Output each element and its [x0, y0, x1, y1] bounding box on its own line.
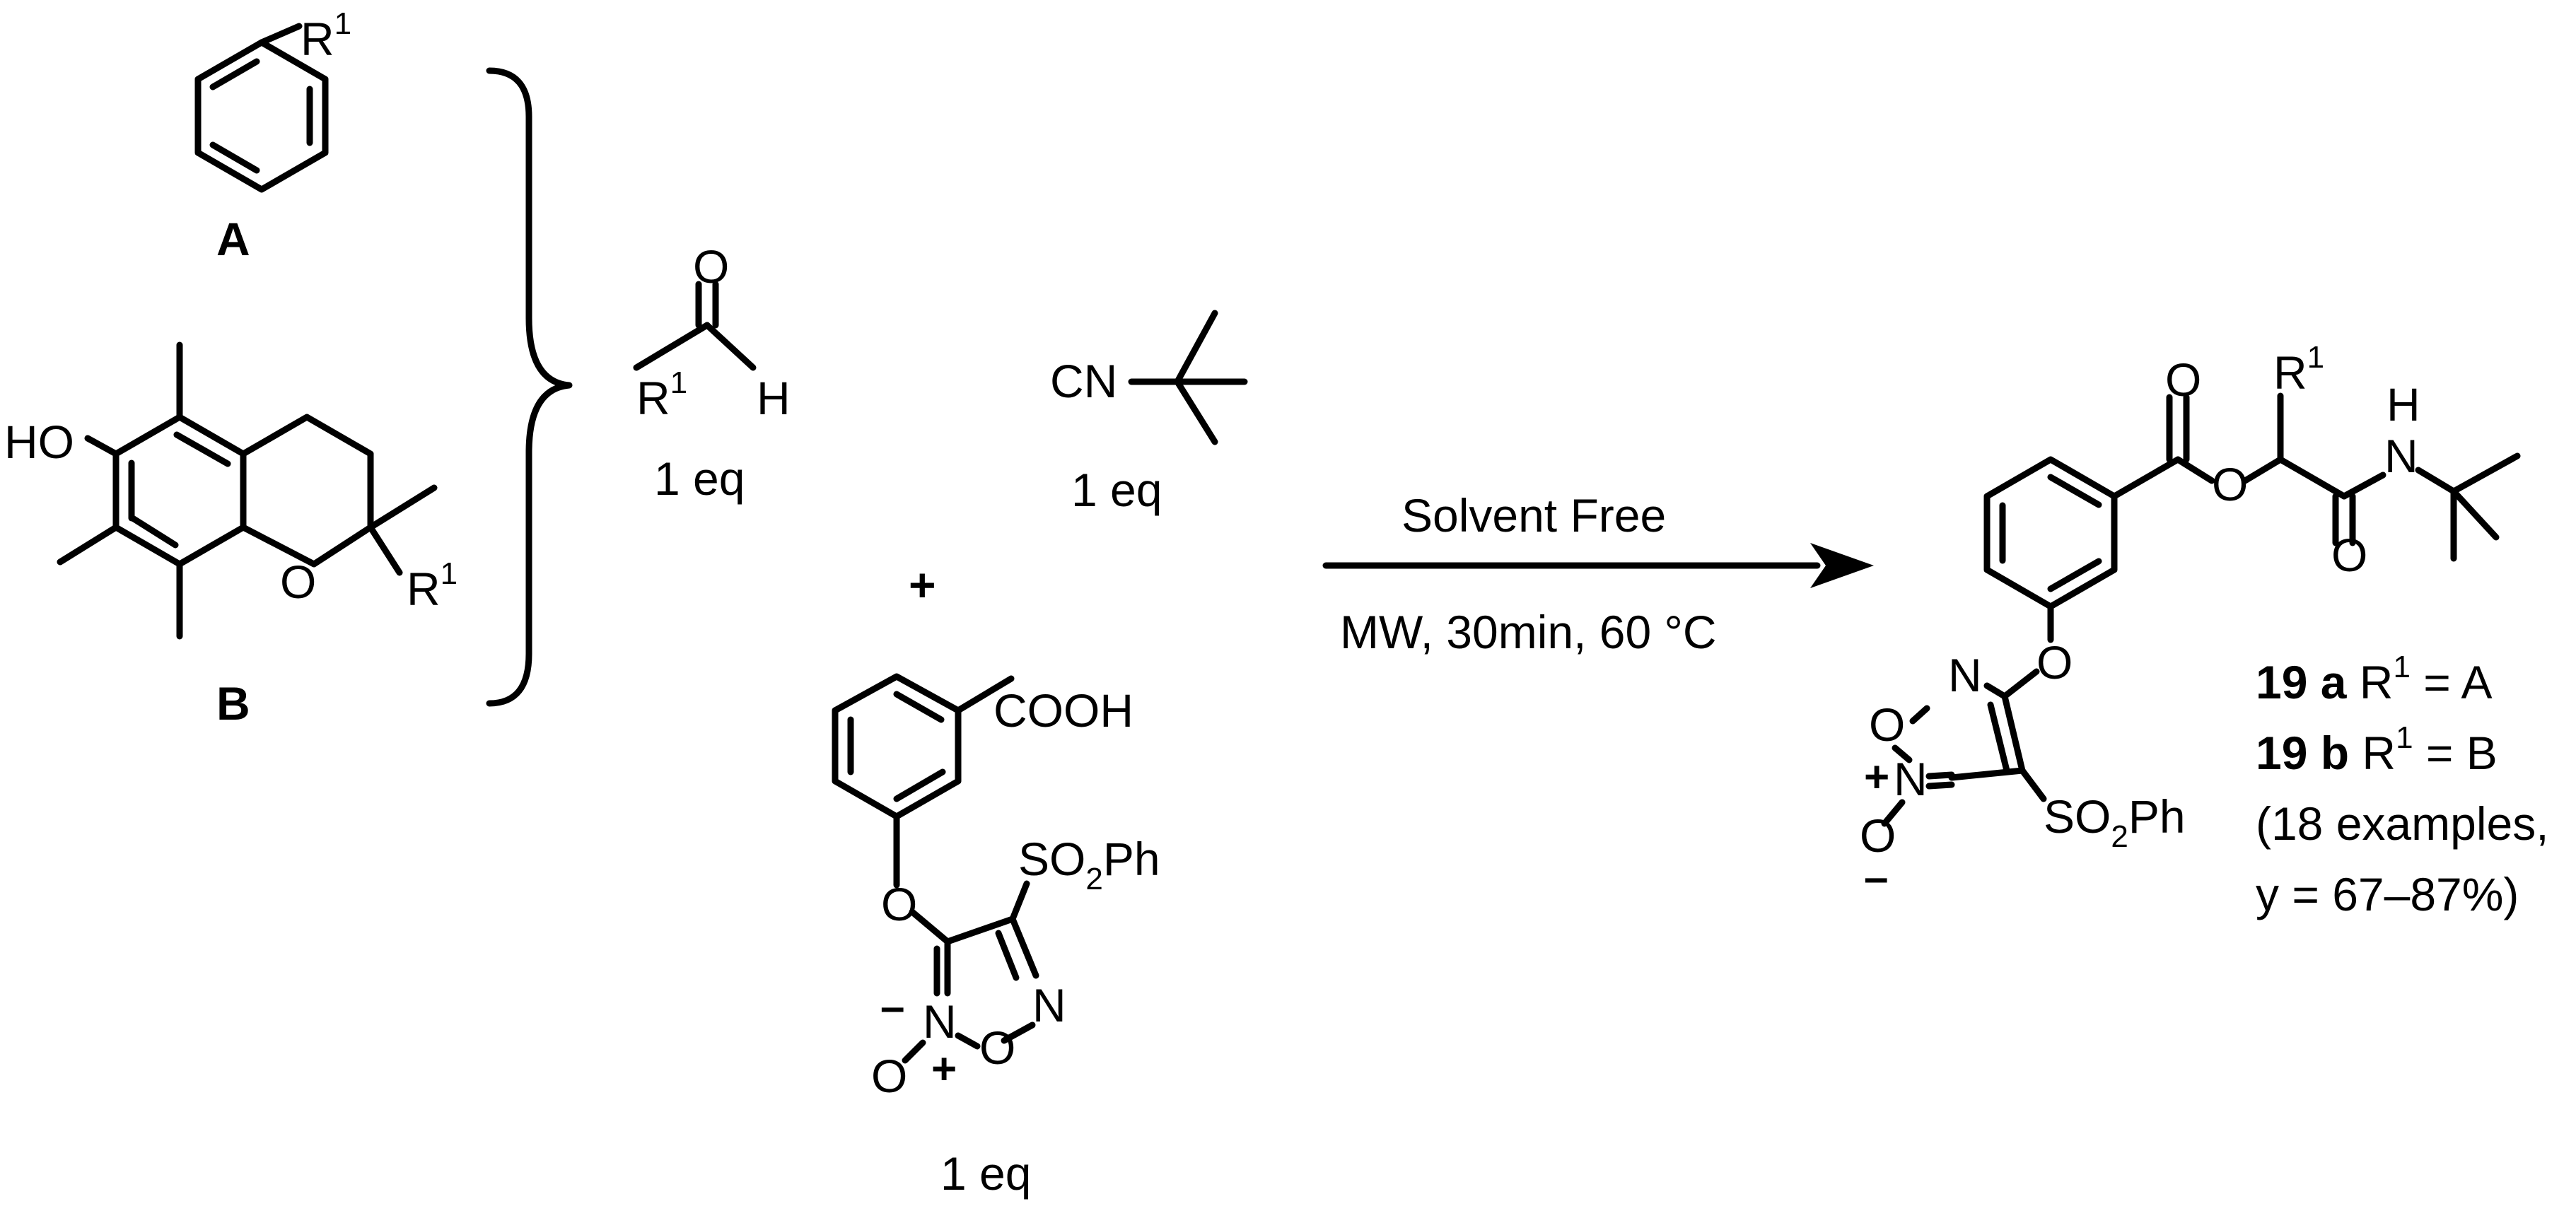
svg-text:R1: R1 — [2273, 340, 2324, 399]
result-19a-r: R — [2346, 656, 2393, 708]
acid-equiv: 1 eq — [940, 1147, 1031, 1200]
compound-b-r: R — [407, 563, 441, 615]
product-structure: O O R1 O H N O N O N + O – SO2Ph — [1860, 340, 2521, 902]
compound-b-r-sup: 1 — [441, 556, 457, 591]
product-sulfonyl-ph: Ph — [2128, 790, 2186, 843]
product-ring-n-top: N — [1948, 649, 1982, 701]
svg-text:19 b R1 = B: 19 b R1 = B — [2256, 720, 2498, 779]
acid-sulfonyl-so: SO — [1018, 833, 1085, 885]
result-19b-rest: = B — [2413, 727, 2498, 779]
result-examples: (18 examples, — [2256, 797, 2549, 850]
compound-a-r: R — [301, 13, 334, 65]
reaction-arrow — [1322, 543, 1874, 588]
result-19a-num: 19 a — [2256, 656, 2348, 708]
result-19a-rest: = A — [2411, 656, 2493, 708]
acid-minus-charge: – — [880, 983, 904, 1031]
svg-text:R1: R1 — [301, 6, 351, 65]
acid-ring-n-top: N — [1032, 979, 1066, 1031]
plus-sign: + — [909, 558, 936, 611]
product-ring-o: O — [1869, 698, 1905, 751]
compound-b-ring-oxygen: O — [280, 556, 316, 608]
result-yield: y = 67–87%) — [2256, 868, 2519, 920]
acid-sulfonyl-ph: Ph — [1103, 833, 1160, 885]
curly-brace — [486, 67, 573, 707]
product-ether-o: O — [2036, 636, 2073, 689]
aldehyde-structure: O R1 H 1 eq — [633, 240, 791, 505]
svg-text:19 a R1 = A: 19 a R1 = A — [2256, 650, 2493, 708]
svg-text:SO2Ph: SO2Ph — [2044, 790, 2186, 854]
results-block: 19 a R1 = A 19 b R1 = B (18 examples, y … — [2256, 650, 2549, 920]
product-carbonyl-o: O — [2165, 353, 2201, 406]
product-sulfonyl-so: SO — [2044, 790, 2111, 843]
product-amide-o: O — [2331, 529, 2367, 581]
product-minus-charge: – — [1864, 853, 1888, 902]
result-19b-r: R — [2349, 727, 2396, 779]
result-19a-sup: 1 — [2393, 650, 2410, 684]
isocyanide-equiv: 1 eq — [1071, 464, 1162, 516]
aldehyde-h: H — [757, 372, 791, 424]
acid-structure: COOH O SO2Ph N O N O – + 1 eq — [832, 673, 1160, 1200]
product-r-sup: 1 — [2307, 340, 2324, 375]
product-ester-o: O — [2212, 458, 2248, 510]
compound-a-r-sup: 1 — [334, 6, 351, 41]
product-r: R — [2273, 346, 2307, 399]
aldehyde-r-sup: 1 — [670, 365, 687, 400]
acid-plus-charge: + — [931, 1045, 957, 1094]
isocyanide-structure: CN 1 eq — [1050, 310, 1248, 516]
compound-a-structure: R1 A — [194, 6, 351, 265]
svg-text:R1: R1 — [636, 365, 687, 424]
acid-ring-o: O — [979, 1021, 1015, 1074]
product-ring-n-oxide: N — [1894, 753, 1928, 805]
result-19b-num: 19 b — [2256, 727, 2349, 779]
condition-above: Solvent Free — [1401, 489, 1666, 541]
aldehyde-r: R — [636, 372, 670, 424]
aldehyde-equiv: 1 eq — [654, 452, 745, 505]
acid-oxide-o: O — [871, 1050, 907, 1102]
acid-carboxyl: COOH — [993, 684, 1133, 737]
compound-a-label: A — [216, 213, 250, 265]
product-nh-h: H — [2386, 378, 2420, 431]
acid-ring-n-oxide: N — [923, 995, 957, 1048]
acid-sulfonyl-sub: 2 — [1085, 862, 1102, 896]
svg-text:R1: R1 — [407, 556, 457, 615]
result-19b-sup: 1 — [2396, 720, 2413, 755]
svg-text:SO2Ph: SO2Ph — [1018, 833, 1160, 896]
acid-ether-o: O — [881, 878, 917, 930]
isocyanide-formula: CN — [1050, 355, 1117, 407]
product-sulfonyl-sub: 2 — [2111, 819, 2128, 854]
compound-b-hydroxy: HO — [4, 416, 74, 468]
compound-b-label: B — [216, 677, 250, 730]
product-nh-n: N — [2384, 430, 2418, 482]
product-oxide-o: O — [1860, 809, 1896, 862]
condition-below: MW, 30min, 60 °C — [1340, 606, 1717, 658]
product-plus-charge: + — [1864, 753, 1889, 802]
compound-b-structure: HO O R1 B — [4, 341, 457, 730]
aldehyde-oxygen: O — [693, 240, 729, 293]
